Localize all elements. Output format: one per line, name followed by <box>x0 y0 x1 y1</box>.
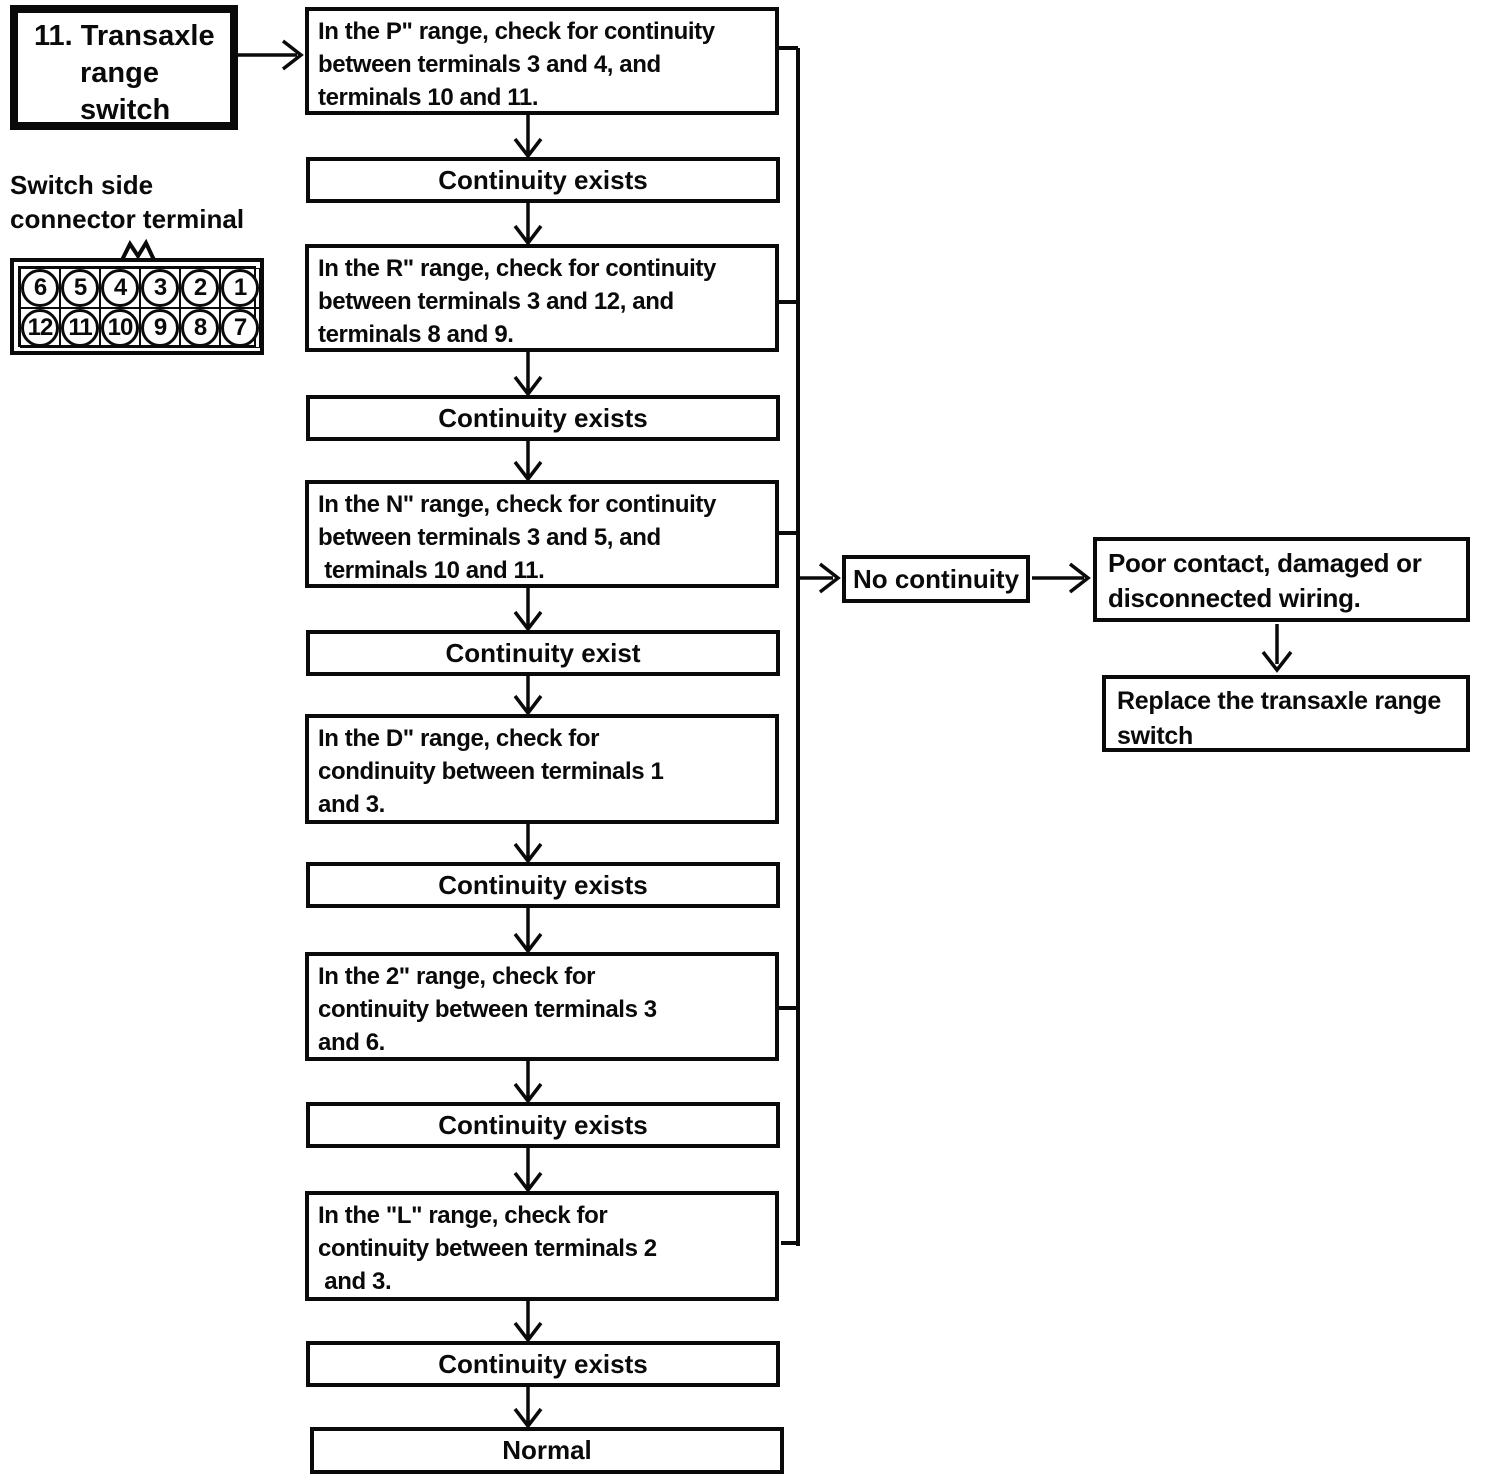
poor-contact-line: disconnected wiring. <box>1108 583 1361 613</box>
down-arrow-icon-7 <box>513 824 543 864</box>
terminal-cell: 5 <box>60 268 100 308</box>
terminal-11: 11 <box>61 309 99 347</box>
terminal-cell: 6 <box>20 268 60 308</box>
step-text-line: between terminals 3 and 4, and <box>318 51 661 78</box>
result-normal-box: Normal <box>310 1427 784 1474</box>
down-arrow-icon-10 <box>513 1148 543 1193</box>
terminal-cell: 1 <box>220 268 260 308</box>
replace-switch-box: Replace the transaxle range switch <box>1102 675 1470 752</box>
terminal-cell: 7 <box>220 308 260 348</box>
switch-connector-grid: 6 5 4 3 2 1 12 11 10 9 8 7 <box>18 266 260 348</box>
step-text-line: continuity between terminals 3 <box>318 996 657 1023</box>
step-n-range-box: In the N" range, check for continuity be… <box>305 480 779 588</box>
step-text-line: terminals 10 and 11. <box>318 557 545 584</box>
terminal-8: 8 <box>181 309 219 347</box>
start-box-line: range <box>80 57 159 89</box>
result-text: Continuity exists <box>438 164 648 195</box>
step-text-line: and 6. <box>318 1029 385 1056</box>
step-text-line: and 3. <box>318 1268 392 1295</box>
terminal-6: 6 <box>21 269 59 307</box>
right-arrow-icon-start-to-p <box>238 39 304 71</box>
terminal-cell: 12 <box>20 308 60 348</box>
step-text-line: In the P" range, check for continuity <box>318 18 715 45</box>
result-text: Continuity exists <box>438 1348 648 1379</box>
step-text-line: terminals 10 and 11. <box>318 84 539 111</box>
terminal-cell: 11 <box>60 308 100 348</box>
step-d-range-box: In the D" range, check for condinuity be… <box>305 714 779 824</box>
step-text-line: In the D" range, check for <box>318 725 600 752</box>
terminal-10: 10 <box>101 309 139 347</box>
terminal-7: 7 <box>221 309 259 347</box>
down-arrow-icon-4 <box>513 441 543 482</box>
step-text-line: between terminals 3 and 5, and <box>318 524 661 551</box>
down-arrow-icon-9 <box>513 1061 543 1104</box>
replace-switch-line: Replace the transaxle range <box>1117 687 1441 715</box>
step-text-line: In the R" range, check for continuity <box>318 255 716 282</box>
result-continuity-exists-5: Continuity exists <box>306 1102 780 1148</box>
terminal-cell: 10 <box>100 308 140 348</box>
step-text-line: In the 2" range, check for <box>318 963 596 990</box>
terminal-cell: 8 <box>180 308 220 348</box>
down-arrow-icon-12 <box>513 1387 543 1429</box>
right-arrow-icon-no-continuity-to-poor-contact <box>1032 562 1091 594</box>
down-arrow-icon-6 <box>513 676 543 716</box>
down-arrow-icon-8 <box>513 908 543 954</box>
step-text-line: continuity between terminals 2 <box>318 1235 657 1262</box>
terminal-2: 2 <box>181 269 219 307</box>
step-text-line: condinuity between terminals 1 <box>318 758 664 785</box>
right-arrow-icon-rail-to-no-continuity <box>798 562 841 594</box>
terminal-cell: 9 <box>140 308 180 348</box>
replace-switch-line: switch <box>1117 722 1193 750</box>
step-text-line: In the "L" range, check for <box>318 1202 608 1229</box>
terminal-9: 9 <box>141 309 179 347</box>
result-text: Continuity exist <box>445 637 641 668</box>
step-r-range-box: In the R" range, check for continuity be… <box>305 244 779 352</box>
terminal-5: 5 <box>61 269 99 307</box>
step-text-line: In the N" range, check for continuity <box>318 491 716 518</box>
terminal-cell: 4 <box>100 268 140 308</box>
poor-contact-box: Poor contact, damaged or disconnected wi… <box>1093 537 1470 622</box>
step-2-range-box: In the 2" range, check for continuity be… <box>305 952 779 1061</box>
terminal-cell: 3 <box>140 268 180 308</box>
no-continuity-text: No continuity <box>852 563 1020 594</box>
down-arrow-icon-3 <box>513 352 543 397</box>
switch-connector-diagram: 6 5 4 3 2 1 12 11 10 9 8 7 <box>10 258 264 355</box>
step-l-range-box: In the "L" range, check for continuity b… <box>305 1191 779 1301</box>
down-arrow-icon-11 <box>513 1301 543 1343</box>
terminal-12: 12 <box>21 309 59 347</box>
step-text-line: terminals 8 and 9. <box>318 321 514 348</box>
result-text: Continuity exists <box>438 402 648 433</box>
connector-terminal-label-line: Switch side <box>10 170 154 200</box>
connector-terminal-label: Switch side connector terminal <box>10 168 290 236</box>
result-continuity-exists-6: Continuity exists <box>306 1341 780 1387</box>
result-text: Continuity exists <box>438 1109 648 1140</box>
terminal-4: 4 <box>101 269 139 307</box>
connector-notch-icon <box>120 238 156 261</box>
terminal-cell: 2 <box>180 268 220 308</box>
result-text: Normal <box>502 1435 592 1465</box>
terminal-3: 3 <box>141 269 179 307</box>
result-text: Continuity exists <box>438 869 648 900</box>
down-arrow-icon-1 <box>513 115 543 159</box>
step-text-line: and 3. <box>318 791 385 818</box>
result-continuity-exist-3: Continuity exist <box>306 630 780 676</box>
connector-terminal-label-line: connector terminal <box>10 204 245 234</box>
down-arrow-icon-2 <box>513 203 543 246</box>
start-box-line: switch <box>80 94 171 126</box>
step-p-range-box: In the P" range, check for continuity be… <box>305 7 779 115</box>
result-continuity-exists-1: Continuity exists <box>306 157 780 203</box>
start-box-transaxle-range-switch: 11. Transaxle range switch <box>10 5 238 130</box>
down-arrow-icon-poor-contact-to-replace <box>1261 624 1293 673</box>
step-text-line: between terminals 3 and 12, and <box>318 288 674 315</box>
result-continuity-exists-2: Continuity exists <box>306 395 780 441</box>
start-box-line: 11. Transaxle <box>34 20 215 52</box>
terminal-1: 1 <box>221 269 259 307</box>
result-continuity-exists-4: Continuity exists <box>306 862 780 908</box>
poor-contact-line: Poor contact, damaged or <box>1108 548 1422 578</box>
down-arrow-icon-5 <box>513 588 543 632</box>
no-continuity-box: No continuity <box>842 555 1030 603</box>
